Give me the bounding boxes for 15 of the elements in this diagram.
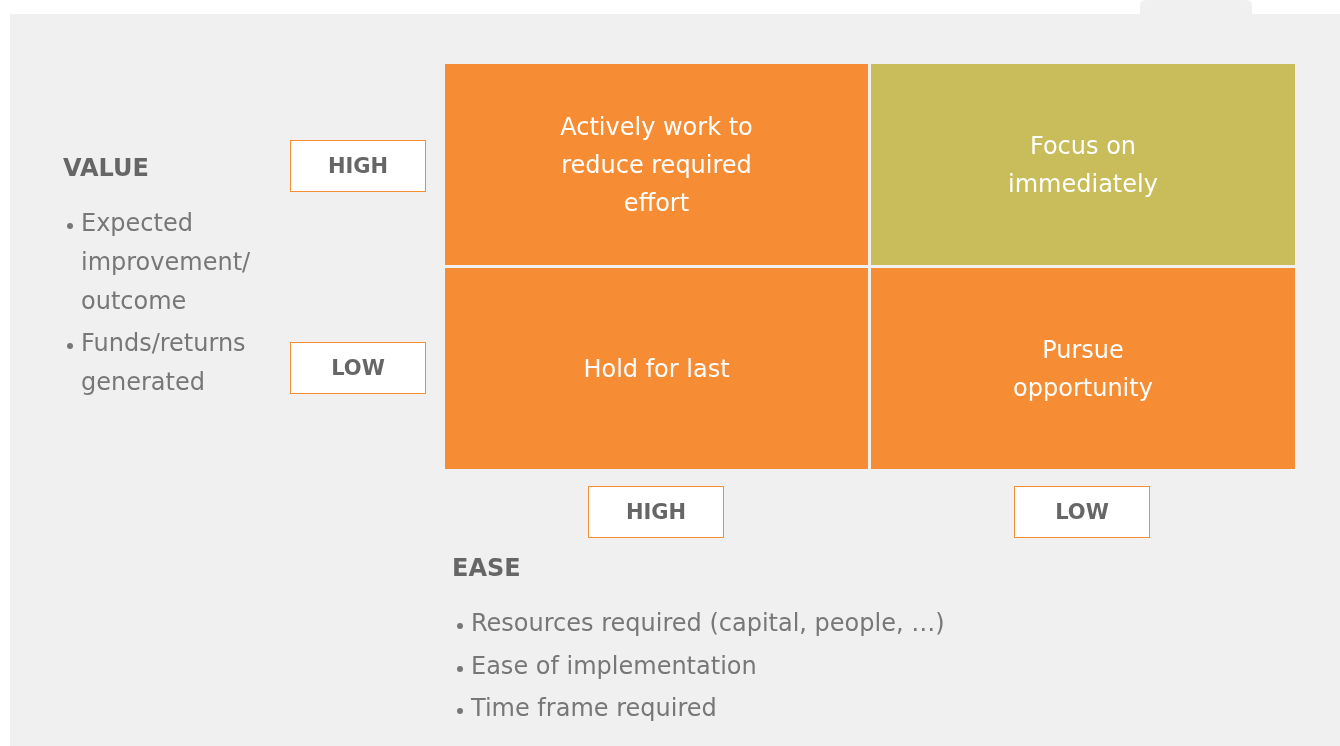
- axis-level-box: LOW: [1014, 486, 1150, 538]
- quadrant-box: Hold for last: [445, 268, 868, 469]
- axis-title: VALUE: [63, 154, 150, 182]
- bullet-text: Time frame required: [471, 693, 718, 724]
- bullet-text: Ease of implementation: [471, 651, 758, 682]
- quadrant-box: Focus on immediately: [871, 64, 1295, 265]
- axis-level-box: HIGH: [290, 140, 426, 192]
- axis-title: EASE: [452, 554, 522, 582]
- axis-level-box: LOW: [290, 342, 426, 394]
- quadrant-box: Pursue opportunity: [871, 268, 1295, 469]
- bullet-text: Funds/returns generated: [81, 328, 247, 398]
- quadrant-box: Actively work to reduce required effort: [445, 64, 868, 265]
- bullet-text: Resources required (capital, people, …): [471, 608, 946, 639]
- bullet-text: Expected improvement/ outcome: [81, 208, 252, 317]
- axis-level-box: HIGH: [588, 486, 724, 538]
